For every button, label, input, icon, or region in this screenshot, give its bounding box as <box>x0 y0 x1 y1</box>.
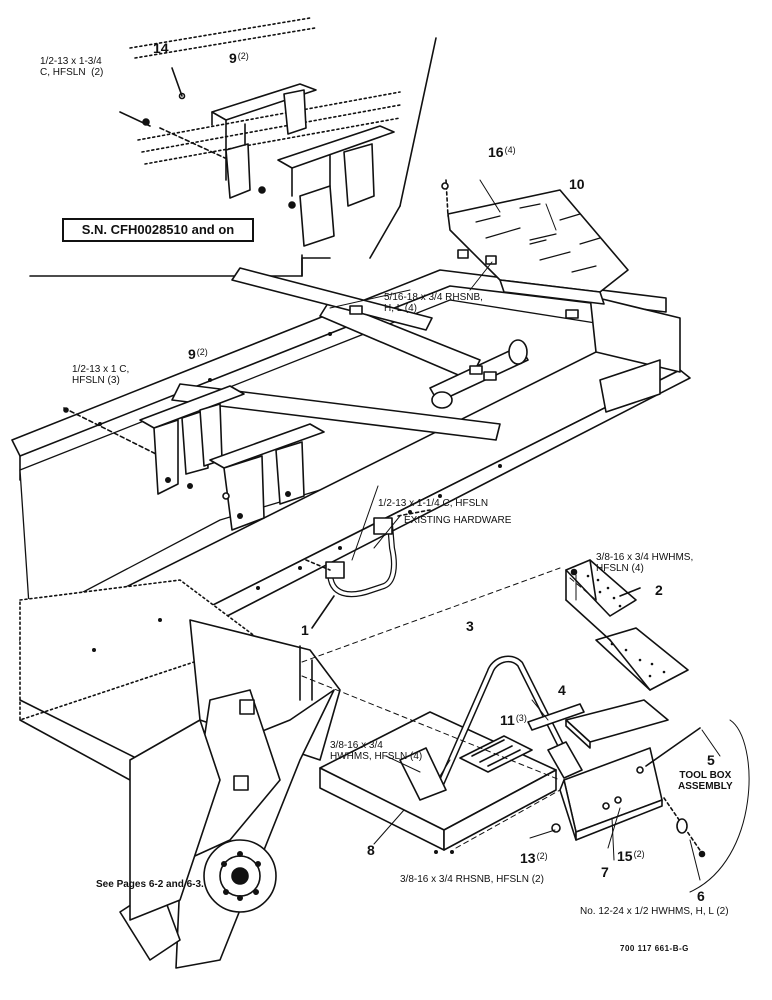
callout-10: 10 <box>569 176 585 192</box>
part-2-steps <box>565 559 689 691</box>
hwhms-platform-label: 3/8-16 x 3/4 HWHMS, HFSLN (4) <box>330 740 423 762</box>
rhsnb-bottom-label: 3/8-16 x 3/4 RHSNB, HFSLN (2) <box>400 874 544 885</box>
callout-13: 13(2) <box>520 850 548 866</box>
callout-16: 16(4) <box>488 144 516 160</box>
callout-2: 2 <box>655 582 663 598</box>
part-7-tool-box <box>551 727 706 858</box>
callout-4: 4 <box>558 682 566 698</box>
leader-lines <box>301 179 750 893</box>
callout-11: 11(3) <box>500 712 527 728</box>
callout-5: 5 <box>707 752 715 768</box>
callout-7: 7 <box>601 864 609 880</box>
no12-label: No. 12-24 x 1/2 HWHMS, H, L (2) <box>580 906 729 917</box>
existing-hardware-label: EXISTING HARDWARE <box>404 515 512 526</box>
rhsnb-top-label: 5/16-18 x 3/4 RHSNB, H, L (4) <box>384 292 483 314</box>
inset-detail <box>29 17 437 277</box>
tool-box-label: TOOL BOX ASSEMBLY <box>678 770 733 792</box>
bolt-1-1-4-label: 1/2-13 x 1-1/4 C, HFSLN <box>378 498 489 509</box>
part-10-shield <box>349 179 629 381</box>
inset-bolt-label: 1/2-13 x 1-3/4 C, HFSLN (2) <box>40 56 104 78</box>
see-pages-note: See Pages 6-2 and 6-3. <box>96 879 204 890</box>
callout-14: 14 <box>153 40 169 56</box>
bolt-1c-label: 1/2-13 x 1 C, HFSLN (3) <box>72 364 130 386</box>
hwhms-step-label: 3/8-16 x 3/4 HWHMS, HFSLN (4) <box>596 552 694 574</box>
part-3-handrail <box>399 655 583 801</box>
hitch-jack-assembly <box>119 619 341 969</box>
callout-9: 9(2) <box>188 346 208 362</box>
inset-callout-9: 9(2) <box>229 50 249 66</box>
part-1-grab-handle <box>305 509 431 629</box>
drawing-code: 700 117 661-B-G <box>620 944 689 953</box>
callout-6: 6 <box>697 888 705 904</box>
part-8-platform <box>319 711 557 854</box>
part-9-brackets <box>63 385 325 531</box>
trailer-frame <box>11 267 691 781</box>
part-4-bracket <box>527 699 669 749</box>
callout-1: 1 <box>301 622 309 638</box>
callout-8: 8 <box>367 842 375 858</box>
callout-3: 3 <box>466 618 474 634</box>
serial-number-note: S.N. CFH0028510 and on <box>62 218 254 242</box>
callout-15: 15(2) <box>617 848 645 864</box>
